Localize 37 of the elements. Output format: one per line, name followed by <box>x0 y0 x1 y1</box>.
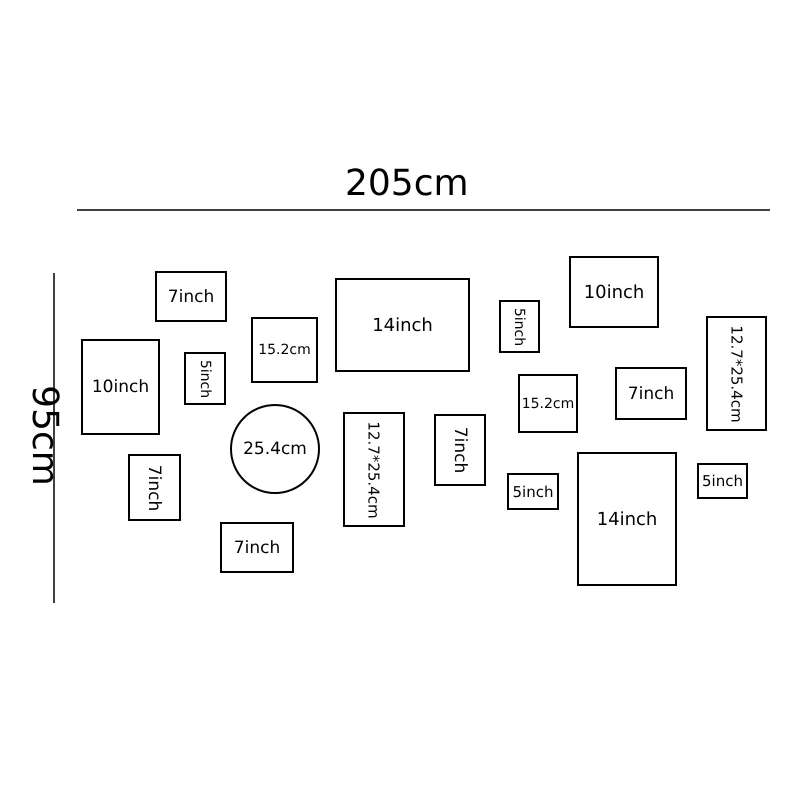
size-label: 7inch <box>168 286 214 306</box>
size-label: 5inch <box>512 482 554 500</box>
frame-rect <box>220 522 294 573</box>
size-label: 12.7*25.4cm <box>365 420 383 518</box>
frame-rect <box>184 352 226 405</box>
size-label: 15.2cm <box>522 396 574 412</box>
frame-rect <box>499 300 540 353</box>
size-label: 7inch <box>450 426 470 474</box>
frame-rect <box>434 414 486 486</box>
frame-rect <box>128 454 181 521</box>
frame-rect <box>507 473 559 510</box>
frame-rect <box>251 317 318 383</box>
frame-rect <box>155 271 227 322</box>
size-label: 25.4cm <box>243 439 307 459</box>
size-label: 7inch <box>144 464 164 511</box>
frame-rect <box>697 463 748 499</box>
frame-rect <box>81 339 160 435</box>
frame-rect <box>706 316 767 431</box>
size-label: 12.7*25.4cm <box>728 324 746 422</box>
size-label: 14inch <box>596 508 658 530</box>
size-label: 5inch <box>197 359 213 398</box>
size-label: 14inch <box>372 314 433 336</box>
dimension-label: 95cm <box>24 385 65 486</box>
size-label: 7inch <box>234 538 280 558</box>
size-label: 10inch <box>92 377 150 397</box>
frame-rect <box>343 412 405 527</box>
size-label: 10inch <box>584 282 644 302</box>
frame-rect <box>615 367 687 420</box>
dimension-label: 205cm <box>345 163 469 204</box>
frame-rect <box>335 278 470 372</box>
frame-rect <box>577 452 677 586</box>
size-label: 5inch <box>702 472 743 490</box>
size-label: 15.2cm <box>258 342 311 358</box>
size-label: 5inch <box>512 307 528 346</box>
frame-rect <box>518 374 578 433</box>
frame-rect <box>569 256 659 328</box>
size-label: 7inch <box>628 384 674 404</box>
